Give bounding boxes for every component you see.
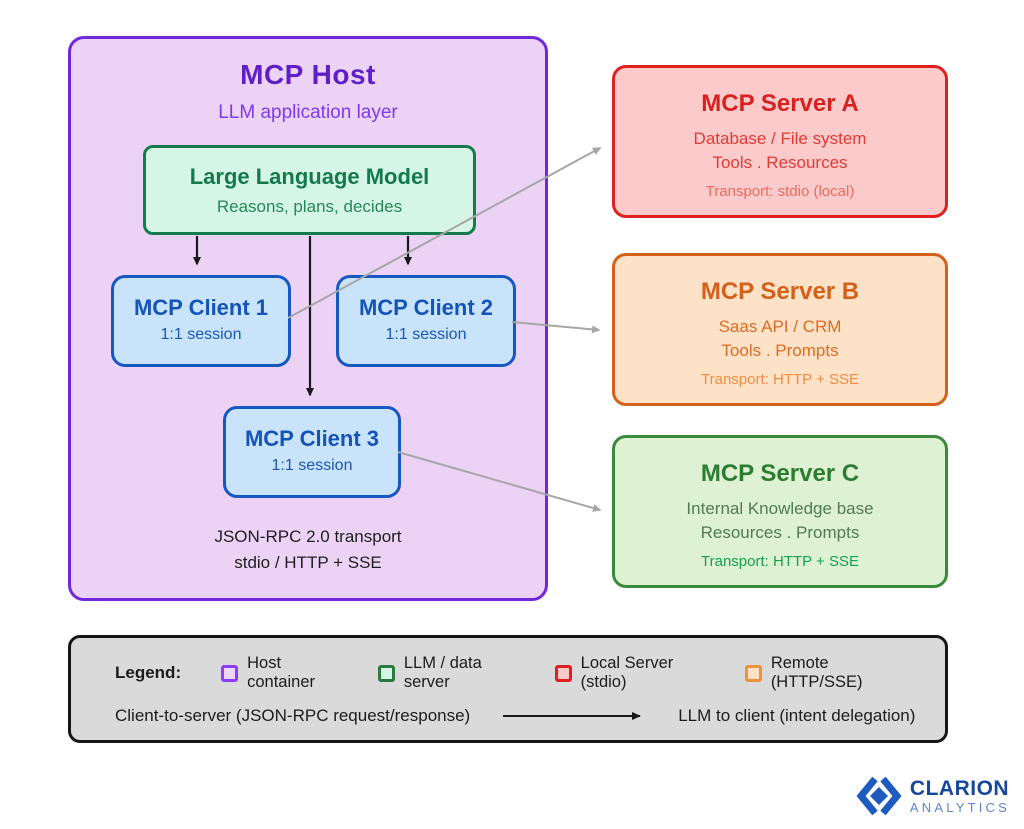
llm-subtitle: Reasons, plans, decides [216,197,403,216]
server-line1: Database / File system [693,129,867,148]
client-subtitle: 1:1 session [271,457,353,474]
server-line1: Saas API / CRM [718,317,842,336]
legend-box: Legend: Host container LLM / data server… [68,635,948,743]
client-title: MCP Client 1 [133,295,269,320]
diamond-brackets-logo-icon [856,776,902,816]
legend-item-llm: LLM / data server [377,654,519,692]
arrow-right-icon [503,712,642,720]
legend-item-remote-server: Remote (HTTP/SSE) [744,654,909,692]
server-transport: Transport: HTTP + SSE [701,371,859,388]
server-transport: Transport: stdio (local) [705,183,855,200]
server-line2: Tools . Prompts [721,341,839,360]
logo-text: CLARION ANALYTICS [909,776,1010,815]
legend-item-label: LLM / data server [403,654,482,691]
host-container-swatch-icon [221,664,239,682]
llm-title: Large Language Model [189,164,430,189]
mcp-server-c-box: MCP Server C Internal Knowledge base Res… [612,435,948,588]
client-subtitle: 1:1 session [385,326,467,343]
logo-subname: ANALYTICS [909,799,1010,815]
legend-label: Legend: [115,663,182,682]
remote-server-swatch-icon [744,664,762,682]
server-title: MCP Server B [700,278,860,305]
host-transport-line2: stdio / HTTP + SSE [234,553,382,572]
legend-swatch-row: Legend: Host container LLM / data server… [115,654,945,692]
server-title: MCP Server C [700,460,860,487]
legend-llm-to-client-label: LLM to client (intent delegation) [678,706,916,725]
mcp-server-b-box: MCP Server B Saas API / CRM Tools . Prom… [612,253,948,406]
host-transport-line1: JSON-RPC 2.0 transport [214,527,402,546]
server-line2: Tools . Resources [712,153,848,172]
legend-item-label: Remote (HTTP/SSE) [770,654,863,691]
server-line2: Resources . Prompts [700,523,860,542]
server-line1: Internal Knowledge base [686,499,874,518]
local-server-swatch-icon [554,664,572,682]
mcp-client-1-box: MCP Client 1 1:1 session [111,275,291,367]
llm-data-server-swatch-icon [377,664,395,682]
server-description: Saas API / CRM Tools . Prompts [615,315,945,363]
legend-arrow-row: Client-to-server (JSON-RPC request/respo… [115,706,915,726]
client-subtitle: 1:1 session [160,326,242,343]
logo-name: CLARION [909,776,1010,800]
mcp-client-2-box: MCP Client 2 1:1 session [336,275,516,367]
host-title: MCP Host [240,59,376,90]
legend-item-host: Host container [221,654,342,692]
client-title: MCP Client 3 [244,426,380,451]
host-container-box: MCP Host LLM application layer Large Lan… [68,36,548,601]
host-subtitle: LLM application layer [218,102,398,123]
mcp-client-3-box: MCP Client 3 1:1 session [223,406,401,498]
server-description: Database / File system Tools . Resources [615,127,945,175]
server-transport: Transport: HTTP + SSE [701,553,859,570]
mcp-server-a-box: MCP Server A Database / File system Tool… [612,65,948,218]
server-title: MCP Server A [701,90,859,117]
legend-client-to-server-label: Client-to-server (JSON-RPC request/respo… [115,706,471,725]
legend-item-local-server: Local Server (stdio) [554,654,709,692]
llm-box: Large Language Model Reasons, plans, dec… [143,145,476,235]
clarion-analytics-logo: CLARION ANALYTICS [855,771,1010,821]
server-description: Internal Knowledge base Resources . Prom… [615,497,945,545]
legend-item-label: Local Server (stdio) [580,654,674,691]
host-transport-note: JSON-RPC 2.0 transport stdio / HTTP + SS… [71,524,545,576]
client-title: MCP Client 2 [358,295,494,320]
legend-item-label: Host container [247,654,315,691]
